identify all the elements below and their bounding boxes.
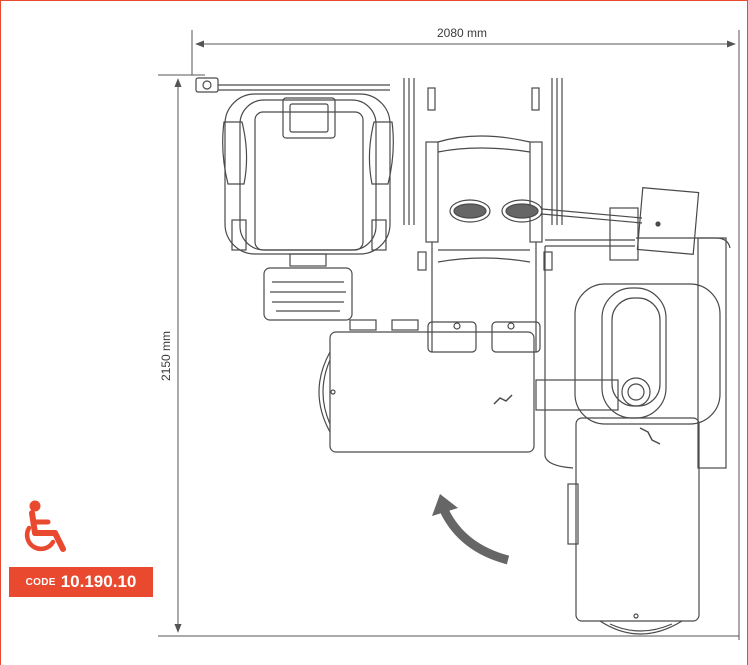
treatment-unit — [535, 207, 731, 469]
code-number: 10.190.10 — [60, 572, 137, 591]
wheelchair-icon — [24, 500, 66, 552]
width-dimension — [191, 30, 740, 640]
operator-chair — [195, 77, 394, 321]
examination-table — [318, 319, 535, 453]
code-prefix: CODE — [25, 576, 56, 588]
patient-chair — [403, 78, 563, 353]
microscope-arm — [449, 187, 700, 255]
product-code-badge: CODE 10.190.10 — [9, 567, 153, 597]
depth-dimension — [158, 74, 739, 637]
side-table — [567, 417, 700, 635]
width-label: 2080 mm — [437, 26, 487, 40]
curved-arrow-icon — [432, 494, 510, 565]
depth-label: 2150 mm — [159, 331, 173, 381]
